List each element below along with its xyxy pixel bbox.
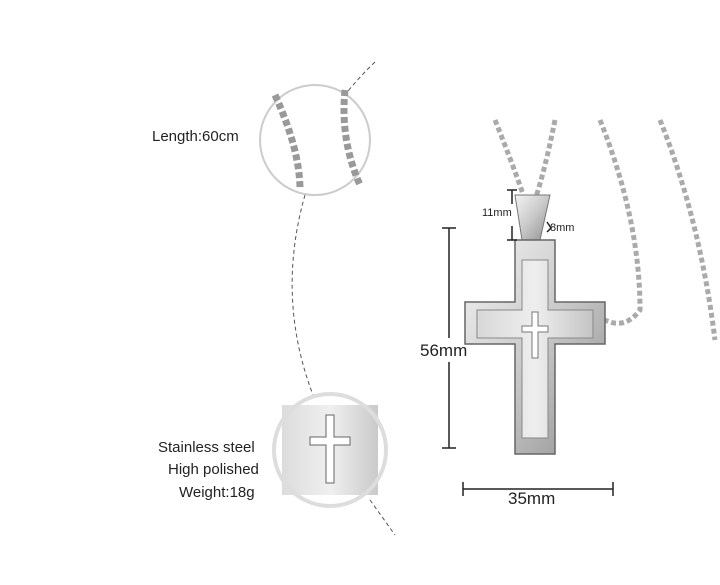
weight-label: Weight:18g <box>179 484 255 501</box>
dimension-lines <box>442 189 614 496</box>
finish-label: High polished <box>168 461 259 478</box>
bail <box>514 194 551 241</box>
chain <box>492 119 718 341</box>
length-label: Length:60cm <box>152 128 239 145</box>
height-label: 56mm <box>420 341 468 360</box>
cross-pendant <box>464 239 606 455</box>
cross-detail-circle <box>272 392 388 508</box>
width-label: 35mm <box>508 489 556 508</box>
material-label: Stainless steel <box>158 439 255 456</box>
bail-height-label: 11mm <box>482 207 512 219</box>
bail-width-label: 8mm <box>550 222 575 234</box>
chain-detail-circle <box>259 84 371 196</box>
